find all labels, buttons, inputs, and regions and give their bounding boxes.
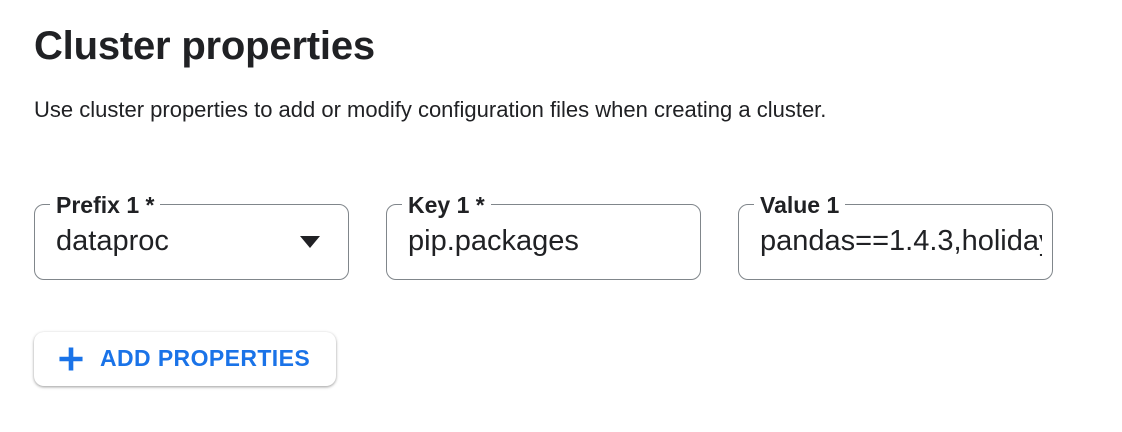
- dropdown-arrow-icon[interactable]: [300, 235, 320, 248]
- value-input[interactable]: [760, 225, 1042, 258]
- cluster-properties-section: Cluster properties Use cluster propertie…: [0, 24, 1122, 386]
- plus-icon: [59, 346, 83, 371]
- value-field-container: Value 1: [738, 189, 1053, 280]
- key-field-container: Key 1 *: [386, 189, 701, 280]
- add-properties-label: ADD PROPERTIES: [100, 345, 311, 371]
- value-label: Value 1: [754, 189, 846, 220]
- prefix-label: Prefix 1 *: [50, 189, 161, 220]
- key-input[interactable]: [408, 225, 690, 258]
- prefix-select[interactable]: Prefix 1 * dataproc: [34, 189, 349, 280]
- page-title: Cluster properties: [34, 24, 375, 68]
- property-row: Prefix 1 * dataproc Key 1 * Value 1: [34, 189, 1088, 280]
- add-properties-button[interactable]: ADD PROPERTIES: [34, 331, 337, 386]
- section-description: Use cluster properties to add or modify …: [34, 97, 827, 122]
- key-label: Key 1 *: [402, 189, 491, 220]
- prefix-selected-value: dataproc: [56, 225, 169, 257]
